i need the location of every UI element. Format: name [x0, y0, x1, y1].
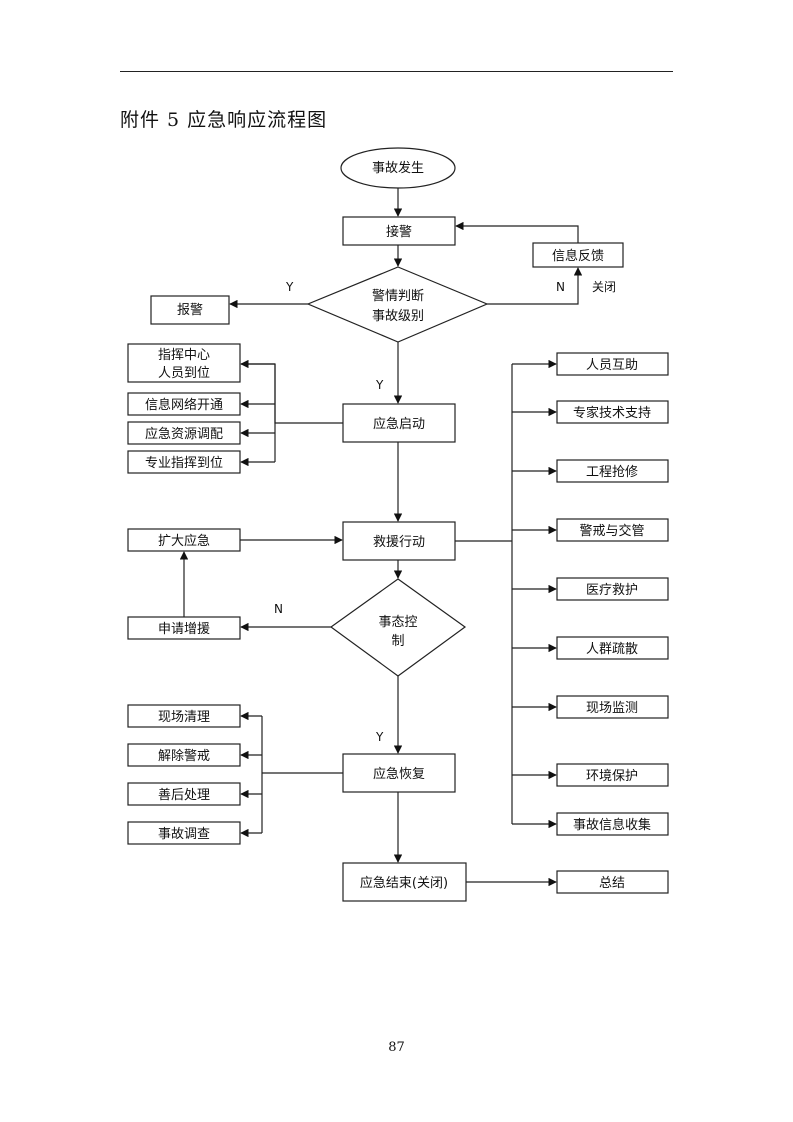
- rescue-task-label: 人员互助: [586, 358, 638, 373]
- receive-label: 接警: [386, 224, 412, 240]
- report-label: 报警: [177, 302, 203, 318]
- lift-alert-label: 解除警戒: [158, 748, 210, 764]
- launch-label: 应急启动: [373, 416, 425, 432]
- launch-box: [342, 403, 456, 443]
- rescue-task-box: [556, 577, 669, 601]
- expert-command-label: 专业指挥到位: [145, 456, 223, 471]
- investigation-box: [127, 821, 241, 845]
- rescue-task-box: [556, 812, 669, 836]
- command-box: [127, 343, 241, 383]
- rescue-task-label: 环境保护: [586, 769, 638, 784]
- recover-box: [342, 753, 456, 793]
- lift-alert-box: [127, 743, 241, 767]
- control-label-1: 事态控: [378, 615, 417, 630]
- receive-box: [342, 216, 456, 246]
- feedback-label: 信息反馈: [552, 248, 604, 264]
- rescue-task-box: [556, 400, 669, 424]
- aftermath-label: 善后处理: [158, 787, 210, 803]
- page-number: 87: [388, 1040, 405, 1055]
- resources-box: [127, 421, 241, 445]
- yes-label-report: Y: [285, 280, 294, 294]
- rescue-box: [342, 521, 456, 561]
- no-label-apply: N: [274, 602, 283, 616]
- command-label-2: 人员到位: [158, 366, 210, 381]
- expert-command-box: [127, 450, 241, 474]
- network-label: 信息网络开通: [145, 397, 223, 413]
- rescue-task-label: 人群疏散: [586, 642, 638, 657]
- end-label: 应急结束(关闭): [360, 875, 448, 891]
- connector-feedback-receive: [455, 221, 579, 243]
- summary-box: [556, 870, 669, 894]
- rescue-task-box: [556, 518, 669, 542]
- rescue-task-box: [556, 763, 669, 787]
- expand-label: 扩大应急: [158, 533, 210, 549]
- control-label-2: 制: [391, 634, 404, 649]
- judge-diamond: [306, 266, 489, 343]
- end-box: [342, 862, 467, 902]
- feedback-box: [532, 242, 624, 268]
- header-rule: [120, 71, 673, 72]
- no-label-feedback: N: [556, 280, 565, 294]
- rescue-task-box: [556, 459, 669, 483]
- judge-label-2: 事故级别: [372, 309, 424, 324]
- yes-label-recover: Y: [375, 730, 384, 744]
- connector-launch-group: [241, 363, 343, 424]
- rescue-task-label: 医疗救护: [586, 582, 638, 598]
- site-clean-label: 现场清理: [158, 710, 210, 725]
- rescue-task-box: [556, 636, 669, 660]
- site-clean-box: [127, 704, 241, 728]
- connector-judge-feedback: [487, 267, 583, 305]
- resources-label: 应急资源调配: [145, 426, 223, 442]
- network-box: [127, 392, 241, 416]
- investigation-label: 事故调查: [158, 827, 210, 842]
- command-label-1: 指挥中心: [158, 348, 210, 363]
- rescue-label: 救援行动: [373, 534, 425, 550]
- rescue-task-label: 专家技术支持: [573, 405, 651, 421]
- summary-label: 总结: [599, 876, 625, 891]
- judge-label-1: 警情判断: [372, 288, 424, 304]
- rescue-task-box: [556, 695, 669, 719]
- rescue-task-label: 现场监测: [586, 701, 638, 716]
- page-title: 附件 5 应急响应流程图: [120, 109, 328, 131]
- aftermath-box: [127, 782, 241, 806]
- report-box: [150, 295, 230, 325]
- rescue-task-label: 工程抢修: [586, 464, 638, 480]
- recover-label: 应急恢复: [373, 766, 425, 782]
- start-label: 事故发生: [372, 160, 424, 176]
- rescue-task-box: [556, 352, 669, 376]
- rescue-task-label: 事故信息收集: [573, 817, 651, 833]
- rescue-task-label: 警戒与交管: [579, 523, 644, 539]
- apply-aid-label: 申请增援: [158, 622, 210, 637]
- close-label: 关闭: [592, 280, 616, 294]
- yes-label-launch: Y: [375, 378, 384, 392]
